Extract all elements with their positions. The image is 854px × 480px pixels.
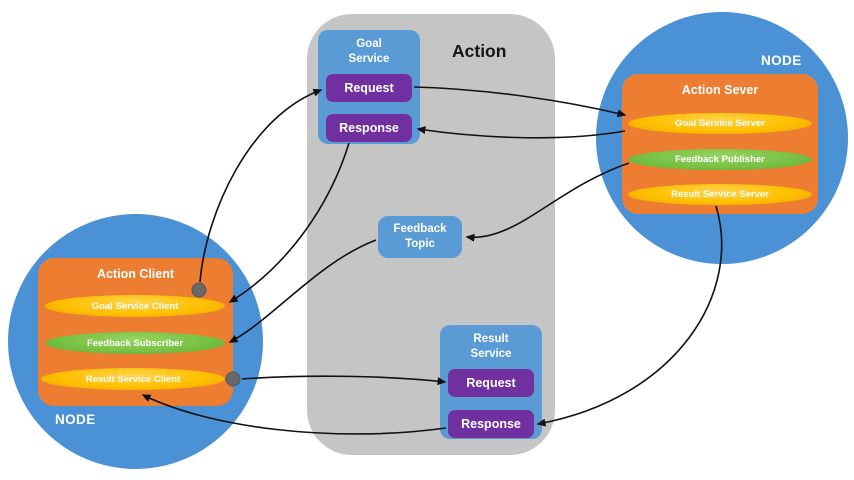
client-node-label: NODE	[55, 412, 96, 427]
feedback-topic-title: Feedback Topic	[393, 223, 447, 250]
result-response-button: Response	[448, 410, 534, 438]
goal-response-button: Response	[326, 114, 412, 142]
result-request-button: Request	[448, 369, 534, 397]
result-service-server-pill: Result Service Server	[628, 184, 812, 205]
action-client-title: Action Client	[96, 267, 175, 281]
goal-service-server-pill: Goal Service Server	[628, 113, 812, 134]
feedback-publisher-pill: Feedback Publisher	[628, 149, 812, 170]
result-service-box: Result Service Request Response	[440, 325, 542, 439]
action-client-box: Action Client Goal Service Client Feedba…	[38, 258, 233, 406]
result-service-title: Result Service	[470, 333, 512, 360]
action-panel-title: Action	[452, 41, 507, 61]
goal-service-client-pill: Goal Service Client	[45, 295, 225, 317]
action-server-title: Action Sever	[681, 83, 759, 97]
result-service-client-pill: Result Service Client	[41, 368, 225, 390]
server-node-label: NODE	[761, 53, 802, 68]
action-server-box: Action Sever Goal Service Server Feedbac…	[622, 74, 818, 214]
feedback-topic-box: Feedback Topic	[378, 216, 462, 258]
goal-service-box: Goal Service Request Response	[318, 30, 420, 144]
feedback-subscriber-pill: Feedback Subscriber	[45, 332, 225, 354]
goal-request-button: Request	[326, 74, 412, 102]
goal-service-title: Goal Service	[348, 38, 390, 65]
